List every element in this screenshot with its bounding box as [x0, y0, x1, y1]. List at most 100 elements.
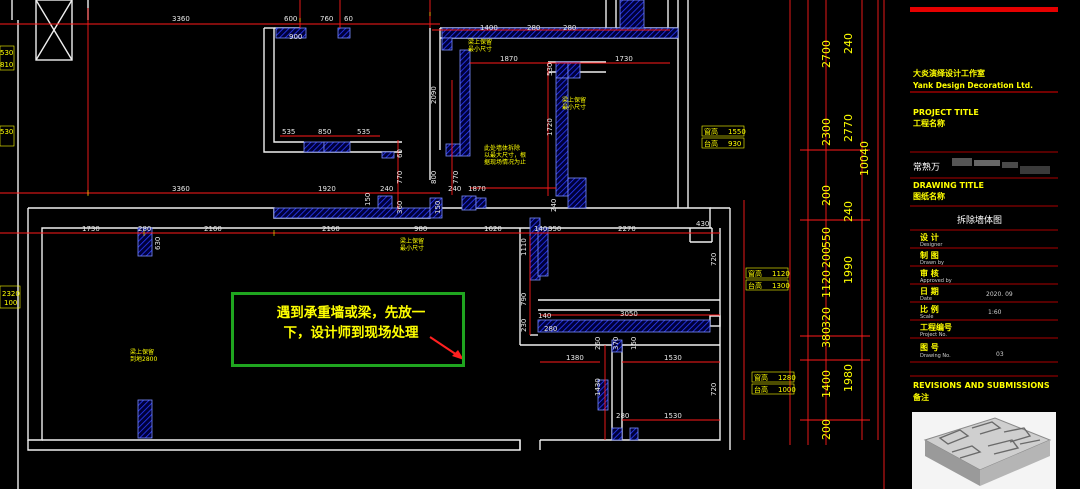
- tick-marks: [87, 12, 431, 236]
- drawn-label: 制 图: [920, 250, 939, 260]
- drawing-no-label: 图 号: [920, 343, 939, 352]
- dim-text: 600: [284, 15, 297, 23]
- dim-text: 2160: [204, 225, 222, 233]
- company-name-cn: 大炎演绎设计工作室: [913, 68, 985, 78]
- project-no-label: 工程编号: [920, 322, 952, 332]
- annotation-callout: 遇到承重墙或梁，先放一 下，设计师到现场处理: [231, 292, 465, 367]
- approved-label: 审 核: [920, 268, 939, 278]
- annotation-line-1: 遇到承重墙或梁，先放一: [276, 305, 426, 321]
- redacted-block: [952, 158, 1050, 174]
- dim-text: 1870: [468, 185, 486, 193]
- dim-text: 60: [344, 15, 353, 23]
- project-name: 常熟万: [913, 161, 940, 173]
- dim-text: 3050: [620, 310, 638, 318]
- beam-note: 梁上保留: [130, 348, 154, 356]
- dim-text: 530: [546, 63, 554, 76]
- window-tags: [0, 45, 795, 395]
- scale-value: 1:60: [988, 309, 1002, 316]
- scale-label: 比 例: [920, 304, 939, 314]
- designer-label: 设 计: [920, 232, 939, 242]
- dim-text: 260: [594, 337, 602, 350]
- dim-text: 150: [434, 201, 442, 214]
- dim-text: 550: [820, 227, 833, 248]
- dimension-lines: [0, 0, 885, 489]
- dim-text: 140: [538, 312, 551, 320]
- dim-text: 800: [430, 171, 438, 184]
- dim-text: 240: [550, 199, 558, 212]
- project-no-label-en: Project No.: [920, 332, 947, 338]
- beam-note: 到地2800: [130, 355, 157, 363]
- dim-text: 280: [138, 225, 151, 233]
- drawing-no-value: 03: [996, 351, 1004, 358]
- beam-note: 最小尺寸: [562, 103, 586, 111]
- dim-text: 430: [696, 220, 709, 228]
- dim-text: 3360: [172, 185, 190, 193]
- dim-text: 770: [452, 171, 460, 184]
- left-tag: 810: [0, 61, 13, 69]
- dim-text: 240: [380, 185, 393, 193]
- window-tag: 台高: [748, 281, 762, 290]
- dim-text: 850: [318, 128, 331, 136]
- window-tag: 窗高: [748, 269, 762, 278]
- dim-text: 2090: [430, 86, 438, 104]
- dim-text: 1400: [820, 370, 833, 398]
- dim-text: 1920: [318, 185, 336, 193]
- dim-text: 900: [289, 33, 302, 41]
- drawn-label-en: Drawn by: [920, 260, 944, 266]
- dim-text: 230: [520, 319, 528, 332]
- dim-text: 200: [820, 419, 833, 440]
- dim-text: 1720: [546, 118, 554, 136]
- dim-text: 200: [820, 185, 833, 206]
- dim-text: 720: [710, 253, 718, 266]
- dim-text: 360: [396, 201, 404, 214]
- dim-text: 280: [616, 412, 629, 420]
- dim-text: 2160: [322, 225, 340, 233]
- window-tag: 窗高: [754, 373, 768, 382]
- dim-text: 1380: [566, 354, 584, 362]
- dim-text: 150: [630, 337, 638, 350]
- dim-text: 760: [320, 15, 333, 23]
- dim-text: 380: [820, 327, 833, 348]
- seal-logo: [912, 412, 1056, 489]
- window-tag: 1550: [728, 128, 746, 136]
- dim-text: 1730: [615, 55, 633, 63]
- dim-text: 535: [282, 128, 295, 136]
- title-block: 大炎演绎设计工作室 Yank Design Decoration Ltd. PR…: [910, 7, 1058, 489]
- annotation-line-2: 下，设计师到现场处理: [283, 325, 419, 341]
- dim-text: 1530: [664, 354, 682, 362]
- drawing-title-label-cn: 图纸名称: [913, 191, 945, 201]
- dim-text: 240: [842, 33, 855, 54]
- dim-text: 790: [520, 293, 528, 306]
- dim-text: 1730: [82, 225, 100, 233]
- beam-note: 梁上保留: [468, 38, 492, 46]
- dim-text: 320: [820, 307, 833, 328]
- dim-text: 60: [396, 149, 404, 158]
- note-arrow: [429, 336, 464, 360]
- left-tag: 2320: [2, 290, 20, 298]
- dim-text: 1120: [820, 270, 833, 298]
- date-label-en: Date: [920, 296, 932, 302]
- dim-text: 1620: [484, 225, 502, 233]
- beam-note: 梁上保留: [562, 96, 586, 104]
- beam-note: 最小尺寸: [468, 45, 492, 53]
- dim-text: 10040: [858, 141, 871, 176]
- window-tag: 1000: [778, 386, 796, 394]
- annotation-text: 遇到承重墙或梁，先放一 下，设计师到现场处理: [248, 303, 454, 343]
- window-tag: 1280: [778, 374, 796, 382]
- demolition-note: 此处墙体拆除: [484, 144, 520, 152]
- demolition-note: 据现场情况为止: [484, 158, 526, 166]
- date-value: 2020. 09: [986, 291, 1013, 298]
- company-name-en: Yank Design Decoration Ltd.: [912, 81, 1033, 90]
- dim-text: 140: [534, 225, 547, 233]
- dim-text: 1400: [480, 24, 498, 32]
- dim-text: 2300: [820, 118, 833, 146]
- window-tag: 窗高: [704, 127, 718, 136]
- left-tag: 100: [4, 299, 17, 307]
- dim-text: 240: [448, 185, 461, 193]
- drawing-title-label: DRAWING TITLE: [913, 181, 984, 190]
- dim-text: 1110: [520, 238, 528, 256]
- dim-text: 240: [842, 201, 855, 222]
- dim-text: 3360: [172, 15, 190, 23]
- dim-text: 980: [414, 225, 427, 233]
